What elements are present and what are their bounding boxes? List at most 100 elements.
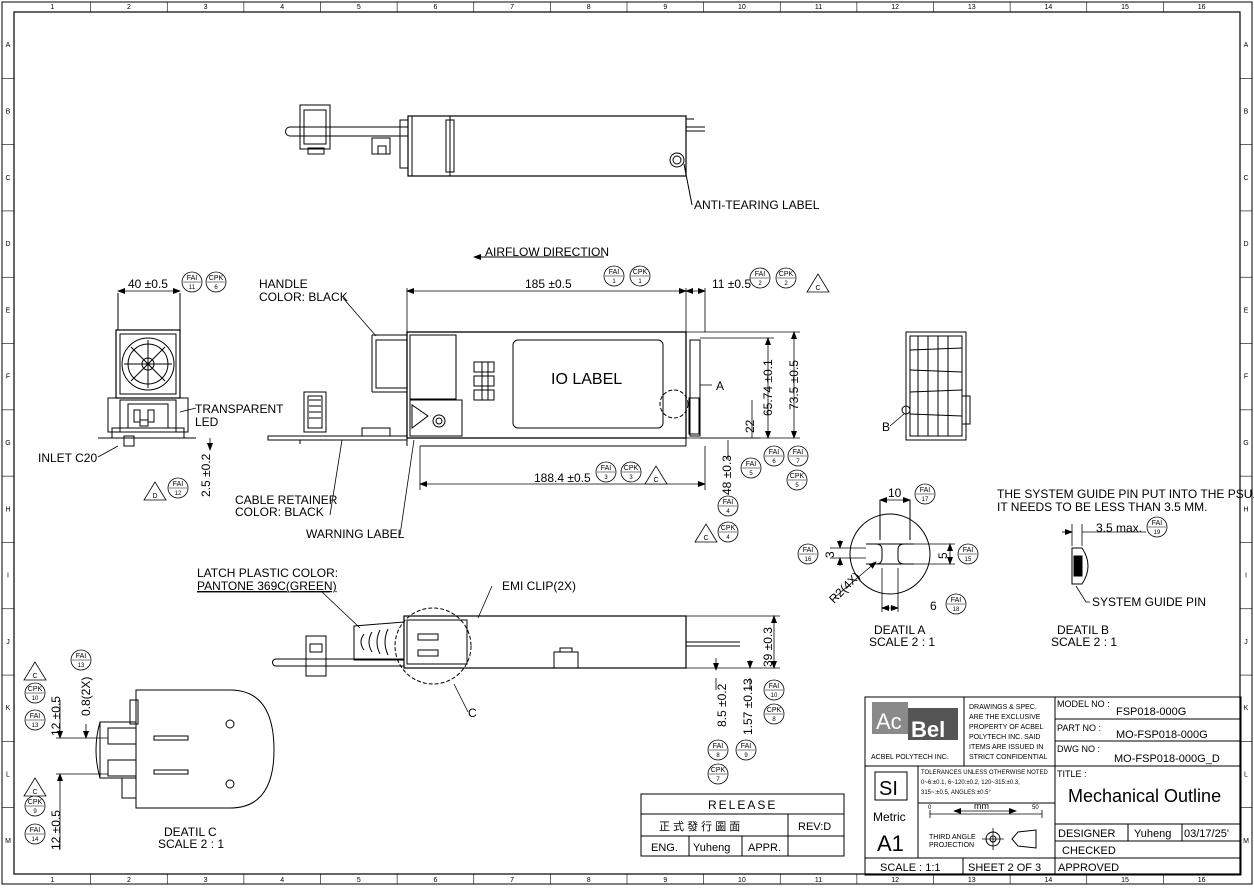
- fai-balloon-number: 2: [758, 281, 762, 287]
- fai-balloon-type: FAI: [741, 743, 752, 750]
- fai-balloon-number: 13: [78, 663, 85, 669]
- fai-balloon-type: FAI: [963, 547, 974, 554]
- cpk-balloon-number: 10: [32, 696, 39, 702]
- zone-col-11: 11: [815, 4, 822, 11]
- dwg-value: MO-FSP018-000G_D: [1114, 753, 1220, 765]
- design-date: 03/17/25': [1184, 828, 1229, 840]
- units-si: SI: [879, 778, 898, 800]
- zone-col-10: 10: [738, 877, 746, 884]
- dim-73: 73.5 ±0.5: [787, 360, 801, 410]
- fai-balloon-number: 8: [716, 753, 720, 759]
- callout-a: A: [716, 379, 724, 393]
- dimension-lines: [117, 288, 800, 490]
- zone-col-8: 8: [587, 4, 591, 11]
- dim-12-b: 12 ±0.5: [49, 810, 63, 850]
- projection-line-2: PROJECTION: [929, 842, 974, 849]
- dim-3: 3: [823, 551, 837, 558]
- cable-retainer-label-2: COLOR: BLACK: [235, 505, 324, 519]
- tolerance-title: TOLERANCES UNLESS OTHERWISE NOTED: [921, 770, 1048, 776]
- handle-label-1: HANDLE: [259, 277, 308, 291]
- release-eng: ENG.: [651, 842, 678, 854]
- detail-b: [1062, 524, 1146, 603]
- fai-balloon-type: FAI: [769, 683, 780, 690]
- release-appr: APPR.: [748, 842, 781, 854]
- cpk-balloon-type: CPK: [633, 269, 648, 276]
- part-label: PART NO :: [1057, 723, 1101, 733]
- zone-col-2: 2: [127, 877, 131, 884]
- zone-row-E: E: [6, 307, 11, 314]
- zone-col-5: 5: [357, 4, 361, 11]
- datum-triangle: D: [143, 481, 167, 501]
- fai-balloon-type: FAI: [30, 827, 41, 834]
- detail-b-title: DEATIL B: [1057, 623, 1109, 637]
- handle-label-2: COLOR: BLACK: [259, 290, 348, 304]
- cpk-balloon-type: CPK: [779, 271, 794, 278]
- sheet-size: A1: [877, 831, 904, 856]
- zone-row-J: J: [6, 639, 10, 646]
- fai-balloon-number: 14: [32, 837, 39, 843]
- checked-label: CHECKED: [1062, 845, 1116, 857]
- detail-c-scale: SCALE 2 : 1: [158, 837, 224, 851]
- detail-c: [56, 689, 275, 850]
- zone-col-11: 11: [815, 877, 822, 884]
- dim-65: 65.74 ±0.1: [761, 359, 775, 416]
- cpk-balloon-number: 5: [795, 483, 799, 489]
- zone-row-G: G: [5, 440, 10, 447]
- zone-row-G: G: [1243, 440, 1248, 447]
- cpk-balloon-number: 8: [772, 717, 776, 723]
- zone-col-5: 5: [357, 877, 361, 884]
- fai-balloon-type: FAI: [951, 597, 962, 604]
- drawing-scale: SCALE : 1:1: [880, 862, 941, 874]
- datum-letter: D: [152, 493, 157, 500]
- fai-balloon-type: FAI: [173, 481, 184, 488]
- metric-label: Metric: [873, 810, 906, 824]
- emi-clip-label: EMI CLIP(2X): [502, 579, 576, 593]
- scale-bar-unit: mm: [974, 801, 989, 811]
- fai-balloon-number: 7: [796, 459, 800, 465]
- projection-line-1: THIRD ANGLE: [929, 834, 976, 841]
- guide-pin-note-1: THE SYSTEM GUIDE PIN PUT INTO THE PSU.: [997, 487, 1254, 501]
- bottom-view: [272, 607, 740, 685]
- zone-row-B: B: [1244, 108, 1249, 115]
- model-value: FSP018-000G: [1116, 706, 1186, 718]
- zone-row-M: M: [5, 838, 11, 845]
- zone-col-13: 13: [968, 4, 976, 11]
- dwg-label: DWG NO :: [1057, 744, 1100, 754]
- fai-balloon-type: FAI: [723, 499, 734, 506]
- cpk-balloon-type: CPK: [790, 473, 805, 480]
- zone-col-3: 3: [204, 877, 208, 884]
- fai-balloon-type: FAI: [1152, 520, 1163, 527]
- zone-row-H: H: [1243, 506, 1248, 513]
- zone-col-4: 4: [280, 4, 284, 11]
- fai-balloon-type: FAI: [609, 269, 620, 276]
- zone-col-3: 3: [204, 4, 208, 11]
- logo-bel: Bel: [911, 717, 945, 742]
- zone-col-9: 9: [663, 4, 667, 11]
- fai-balloon-type: FAI: [793, 449, 804, 456]
- zone-row-D: D: [5, 241, 10, 248]
- fai-balloon-number: 19: [1154, 530, 1161, 536]
- zone-col-2: 2: [127, 4, 131, 11]
- designer-name: Yuheng: [1134, 828, 1171, 840]
- sheet-number: SHEET 2 OF 3: [968, 862, 1041, 874]
- fai-balloon: FAI 7: [787, 445, 809, 467]
- drawing-title: Mechanical Outline: [1068, 786, 1221, 806]
- latch-label-2: PANTONE 369C(GREEN): [197, 579, 337, 593]
- zone-col-14: 14: [1045, 4, 1053, 11]
- fai-balloon-number: 1: [612, 279, 616, 285]
- side-view-leaders: [97, 297, 712, 536]
- cpk-balloon-type: CPK: [624, 465, 639, 472]
- zone-col-12: 12: [891, 4, 899, 11]
- release-rev: REV:D: [798, 821, 831, 833]
- detail-b-scale: SCALE 2 : 1: [1051, 635, 1117, 649]
- cpk-balloon-type: CPK: [28, 799, 43, 806]
- top-view: [285, 104, 705, 206]
- confidential-line: ARE THE EXCLUSIVE: [969, 714, 1041, 721]
- fai-balloon: FAI 19: [1146, 516, 1168, 538]
